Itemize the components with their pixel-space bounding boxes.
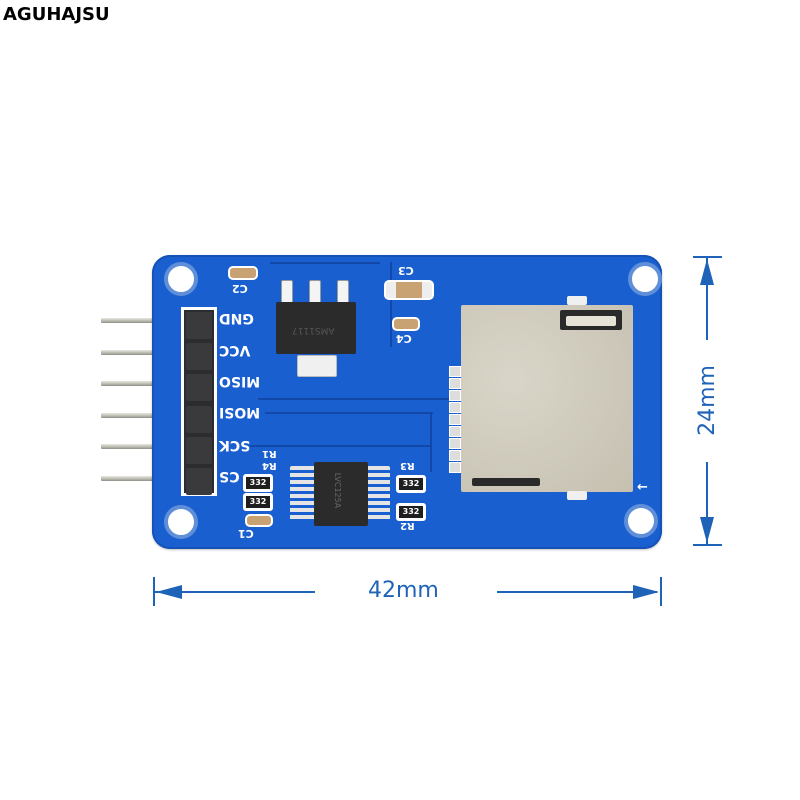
mounting-hole-top-right <box>628 262 662 296</box>
sd-slot-bottom-bar <box>472 478 540 486</box>
trace <box>270 262 380 264</box>
label-r4: R4 <box>262 460 277 471</box>
mounting-hole-bottom-left <box>164 505 198 539</box>
trace <box>390 262 392 347</box>
mounting-hole-top-left <box>164 262 198 296</box>
micro-sd-card-slot <box>461 305 633 492</box>
trace <box>430 412 432 472</box>
height-arrow-up-icon <box>700 259 714 285</box>
pin-label-cs: CS <box>219 468 240 484</box>
trace <box>258 398 458 400</box>
label-c2: C2 <box>232 282 248 295</box>
capacitor-c2 <box>228 266 258 280</box>
sd-contact <box>449 390 461 401</box>
trace <box>265 412 433 414</box>
header-pin-cs <box>101 476 197 481</box>
pin-label-miso: MISO <box>219 373 261 389</box>
resistor-r4: 332 <box>243 474 273 492</box>
sd-contact <box>449 450 461 461</box>
pin-header <box>181 307 217 496</box>
sd-contact <box>449 366 461 377</box>
label-r2: R2 <box>400 520 415 531</box>
insert-direction-arrow-icon: ← <box>637 480 648 495</box>
sd-contact <box>449 378 461 389</box>
header-pin-miso <box>101 381 197 386</box>
header-pin-gnd <box>101 318 197 323</box>
regulator-marking: AMS1117 <box>292 325 335 335</box>
height-dimension-label: 24mm <box>694 365 720 436</box>
regulator-heat-tab <box>297 355 337 377</box>
label-r3: R3 <box>400 460 415 471</box>
header-pin-sck <box>101 444 197 449</box>
label-r1: R1 <box>262 448 277 459</box>
sd-contact <box>449 438 461 449</box>
resistor-r3: 332 <box>396 475 426 493</box>
pin-label-vcc: VCC <box>219 342 251 358</box>
width-dim-tick-right <box>660 577 662 606</box>
label-c3: C3 <box>398 264 414 277</box>
width-dim-tick-left <box>153 577 155 606</box>
header-pin-mosi <box>101 413 197 418</box>
capacitor-c1 <box>245 514 273 527</box>
pin-label-gnd: GND <box>219 310 254 326</box>
sd-slot-tab-bottom <box>567 491 587 500</box>
voltage-regulator <box>276 302 356 354</box>
capacitor-c3 <box>384 280 434 300</box>
sd-contact <box>449 462 461 473</box>
sd-contact <box>449 414 461 425</box>
sd-contact <box>449 426 461 437</box>
level-shifter-ic <box>314 462 368 526</box>
brand-watermark: AGUHAJSU <box>3 4 110 25</box>
pin-label-sck: SCK <box>219 437 251 453</box>
width-dimension-label: 42mm <box>368 578 439 603</box>
height-arrow-down-icon <box>700 517 714 543</box>
label-c4: C4 <box>396 332 412 345</box>
sd-slot-tab-top <box>567 296 587 305</box>
height-dim-line-bottom <box>706 462 708 544</box>
resistor-r1: 332 <box>243 493 273 511</box>
header-pin-vcc <box>101 350 197 355</box>
capacitor-c4 <box>392 317 420 331</box>
width-arrow-left-icon <box>156 585 182 599</box>
label-c1: C1 <box>238 527 254 540</box>
mounting-hole-bottom-right <box>624 504 658 538</box>
width-arrow-right-icon <box>633 585 659 599</box>
sd-slot-latch-inner <box>566 316 616 326</box>
ic-marking: LVC125A <box>333 472 343 509</box>
sd-contact <box>449 402 461 413</box>
height-dim-tick-bottom <box>693 544 722 546</box>
width-dim-line-left <box>155 591 315 593</box>
resistor-r2: 332 <box>396 503 426 521</box>
trace <box>250 445 430 447</box>
height-dim-line-top <box>706 258 708 340</box>
pin-label-mosi: MOSI <box>219 404 261 420</box>
width-dim-line-right <box>497 591 657 593</box>
height-dim-tick-top <box>693 256 722 258</box>
